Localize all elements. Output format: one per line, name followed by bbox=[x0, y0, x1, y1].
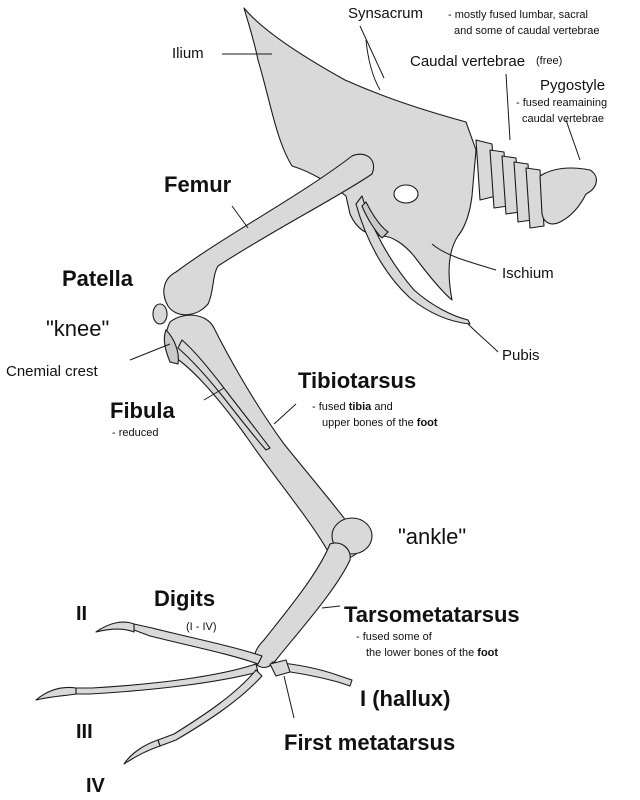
label-digits-note: (I - IV) bbox=[186, 621, 217, 633]
label-patella: Patella bbox=[62, 266, 134, 291]
digit-iii-claw bbox=[35, 686, 77, 701]
label-femur: Femur bbox=[164, 172, 232, 197]
toes bbox=[35, 621, 353, 765]
label-digit-ii: II bbox=[76, 603, 87, 625]
digit-iii bbox=[75, 663, 259, 695]
ischium-leader bbox=[431, 243, 497, 271]
synsacrum-ridge bbox=[365, 39, 381, 91]
label-cnemial-crest: Cnemial crest bbox=[6, 363, 99, 380]
femur bbox=[163, 153, 374, 316]
ilioischiatic-foramen bbox=[393, 184, 419, 204]
femur-leader bbox=[231, 205, 249, 229]
label-tarso-note-2: the lower bones of the foot bbox=[366, 647, 498, 659]
caudal-vertebra bbox=[525, 167, 545, 229]
pygostyle-leader bbox=[565, 119, 581, 161]
pubis-leader bbox=[467, 323, 499, 353]
first-metatarsus-leader bbox=[283, 675, 295, 719]
tibiotarsus bbox=[163, 314, 359, 559]
label-caudal-note: (free) bbox=[536, 55, 562, 67]
tarsometatarsus bbox=[253, 542, 351, 669]
label-knee: "knee" bbox=[46, 316, 109, 341]
label-pygostyle-note-1: - fused reamaining bbox=[516, 97, 607, 109]
obturator-foramen bbox=[361, 201, 389, 239]
label-hallux: I (hallux) bbox=[360, 686, 450, 711]
tarsometatarsus-bone bbox=[253, 542, 351, 669]
fibula-leader bbox=[203, 387, 225, 401]
digit-iv-claw bbox=[123, 739, 161, 765]
label-ischium: Ischium bbox=[502, 265, 554, 282]
label-tibio-note-2: upper bones of the foot bbox=[322, 417, 438, 429]
pubis-bone bbox=[355, 195, 471, 325]
label-pubis: Pubis bbox=[502, 347, 540, 364]
label-tarsometatarsus: Tarsometatarsus bbox=[344, 602, 520, 627]
label-first-metatarsus: First metatarsus bbox=[284, 730, 455, 755]
label-digit-iv: IV bbox=[86, 775, 106, 797]
tarso-leader bbox=[321, 605, 341, 609]
leader-lines bbox=[129, 25, 581, 719]
tibiotarsus-bone bbox=[165, 314, 359, 559]
caudal-vertebrae bbox=[475, 139, 597, 229]
cnemial-crest-bone bbox=[163, 329, 179, 365]
label-tarso-note-1: - fused some of bbox=[356, 631, 433, 643]
labels: Synsacrum - mostly fused lumbar, sacral … bbox=[6, 5, 607, 797]
label-caudal: Caudal vertebrae bbox=[410, 53, 525, 70]
caudal-leader bbox=[505, 73, 511, 141]
patella-bone bbox=[152, 303, 168, 325]
label-digits: Digits bbox=[154, 586, 215, 611]
label-digit-iii: III bbox=[76, 721, 93, 743]
digit-ii-claw bbox=[95, 621, 135, 633]
cnemial-leader bbox=[129, 343, 171, 361]
label-fibula-note: - reduced bbox=[112, 427, 158, 439]
label-synsacrum-note-1: - mostly fused lumbar, sacral bbox=[448, 9, 588, 21]
femur-bone bbox=[163, 153, 374, 316]
first-metatarsus-bone bbox=[269, 659, 291, 677]
fibula-bone bbox=[177, 339, 271, 451]
tibiotarsus-leader bbox=[273, 403, 297, 425]
label-fibula: Fibula bbox=[110, 398, 176, 423]
label-tibiotarsus: Tibiotarsus bbox=[298, 368, 416, 393]
label-tibio-note-1: - fused tibia and bbox=[312, 401, 393, 413]
synsacrum-leader bbox=[359, 25, 385, 79]
label-ankle: "ankle" bbox=[398, 524, 466, 549]
label-pygostyle: Pygostyle bbox=[540, 77, 605, 94]
label-ilium: Ilium bbox=[172, 45, 204, 62]
label-synsacrum-note-2: and some of caudal vertebrae bbox=[454, 25, 600, 37]
label-pygostyle-note-2: caudal vertebrae bbox=[522, 113, 604, 125]
pygostyle-bone bbox=[539, 167, 597, 225]
label-synsacrum: Synsacrum bbox=[348, 5, 423, 22]
